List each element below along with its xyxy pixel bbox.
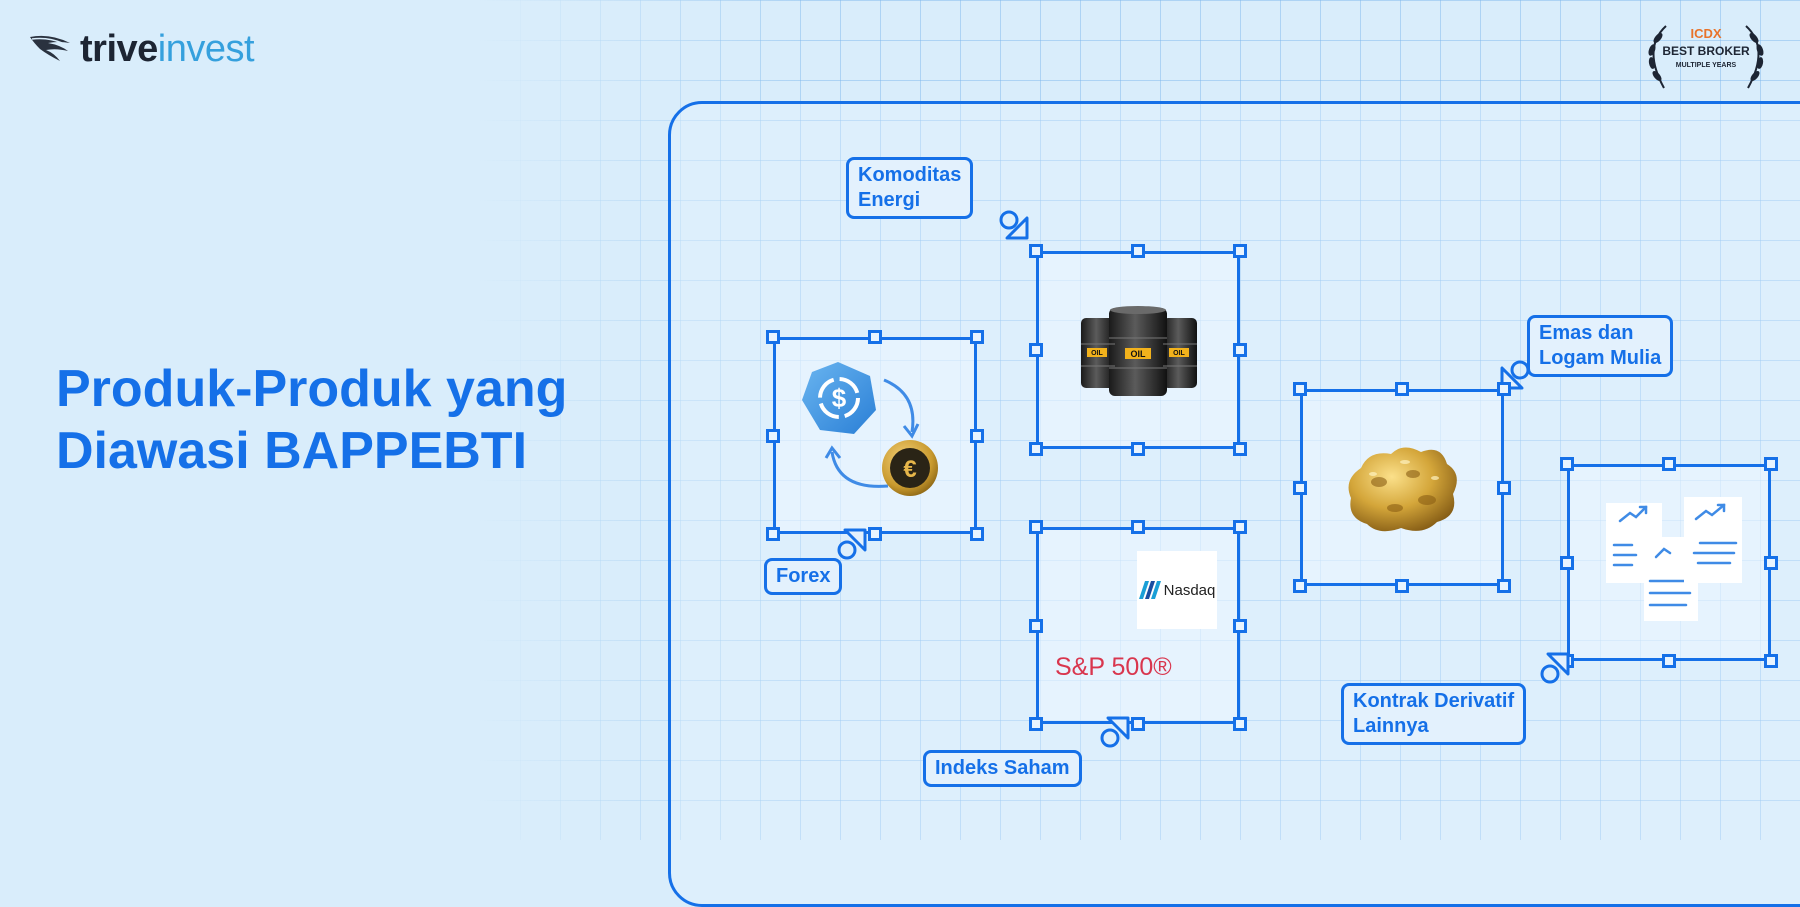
wing-icon (30, 35, 70, 61)
nasdaq-logo: Nasdaq (1137, 551, 1217, 629)
gold-nugget-icon (1348, 447, 1457, 532)
logo-text: triveinvest (80, 28, 255, 70)
svg-text:$: $ (832, 383, 847, 413)
svg-text:OIL: OIL (1091, 350, 1103, 357)
product-box-komoditas-energi[interactable]: OIL OIL OIL (1029, 244, 1247, 456)
svg-text:OIL: OIL (1131, 349, 1147, 359)
award-subtitle: MULTIPLE YEARS (1676, 62, 1737, 69)
trive-invest-logo[interactable]: triveinvest (28, 28, 255, 70)
product-box-kontrak-derivatif[interactable] (1560, 457, 1778, 668)
product-box-indeks-saham[interactable]: Nasdaq S&P 500® (1029, 520, 1247, 731)
svg-text:OIL: OIL (1173, 350, 1185, 357)
sp500-logo: S&P 500® (1055, 653, 1172, 681)
headline-line2: Diawasi BAPPEBTI (56, 422, 528, 480)
cursor-icon (1100, 716, 1130, 748)
cursor-icon (1540, 652, 1570, 684)
page-headline: Produk-Produk yang Diawasi BAPPEBTI (56, 358, 567, 482)
award-title: BEST BROKER (1662, 44, 1750, 58)
nasdaq-mark-icon (1138, 581, 1161, 599)
cursor-icon (837, 528, 867, 560)
product-box-emas-logam-mulia[interactable] (1293, 382, 1511, 593)
currency-exchange-icon: $ € (802, 362, 938, 496)
label-indeks-saham[interactable]: Indeks Saham (923, 750, 1082, 787)
award-badge: ICDX BEST BROKER MULTIPLE YEARS (1648, 25, 1764, 89)
award-org: ICDX (1690, 26, 1721, 41)
nasdaq-text: Nasdaq (1163, 581, 1216, 599)
product-box-forex[interactable]: $ € (766, 330, 984, 541)
oil-barrels-icon: OIL OIL OIL (1081, 306, 1197, 396)
svg-text:€: € (903, 456, 916, 483)
headline-line1: Produk-Produk yang (56, 360, 568, 418)
documents-chart-icon (1606, 497, 1742, 621)
cursor-icon (999, 210, 1029, 240)
label-forex[interactable]: Forex (764, 558, 843, 595)
